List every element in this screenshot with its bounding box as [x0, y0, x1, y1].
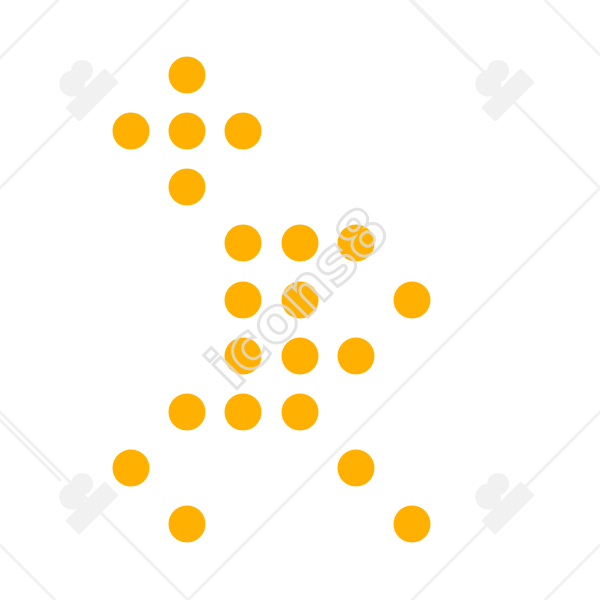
figure-dot: [393, 505, 431, 543]
figure-dot: [112, 449, 150, 487]
figure-dot: [224, 337, 262, 375]
watermark-logo-mark: [59, 59, 119, 122]
figure-dot: [281, 224, 319, 262]
watermark-line: [543, 543, 600, 600]
figure-dot: [393, 281, 431, 319]
figure-dot: [337, 449, 375, 487]
figure-dot: [224, 281, 262, 319]
figure-dot: [337, 224, 375, 262]
watermark-line: [0, 0, 60, 60]
figure-dot: [168, 393, 206, 431]
watermark-line: [186, 186, 600, 600]
figure-dot: [112, 112, 150, 150]
figure-dot: [281, 281, 319, 319]
figure-dot: [224, 224, 262, 262]
figure-dot: [337, 337, 375, 375]
figure-dot: [281, 393, 319, 431]
watermark-line: [0, 543, 57, 600]
watermark-logo-mark: [475, 59, 535, 122]
figure-dot: [281, 337, 319, 375]
watermark-logo-mark: [59, 472, 119, 535]
figure-dot: [168, 112, 206, 150]
dot-figure: [112, 56, 431, 543]
figure-dot: [168, 168, 206, 206]
watermark-line: [543, 0, 600, 57]
figure-dot: [224, 393, 262, 431]
figure-dot: [168, 56, 206, 94]
watermark-line: [0, 418, 62, 482]
watermark-logo-marks: [59, 59, 535, 535]
figure-dot: [168, 505, 206, 543]
watermark-logo-mark: [475, 472, 535, 535]
figure-dot: [224, 112, 262, 150]
